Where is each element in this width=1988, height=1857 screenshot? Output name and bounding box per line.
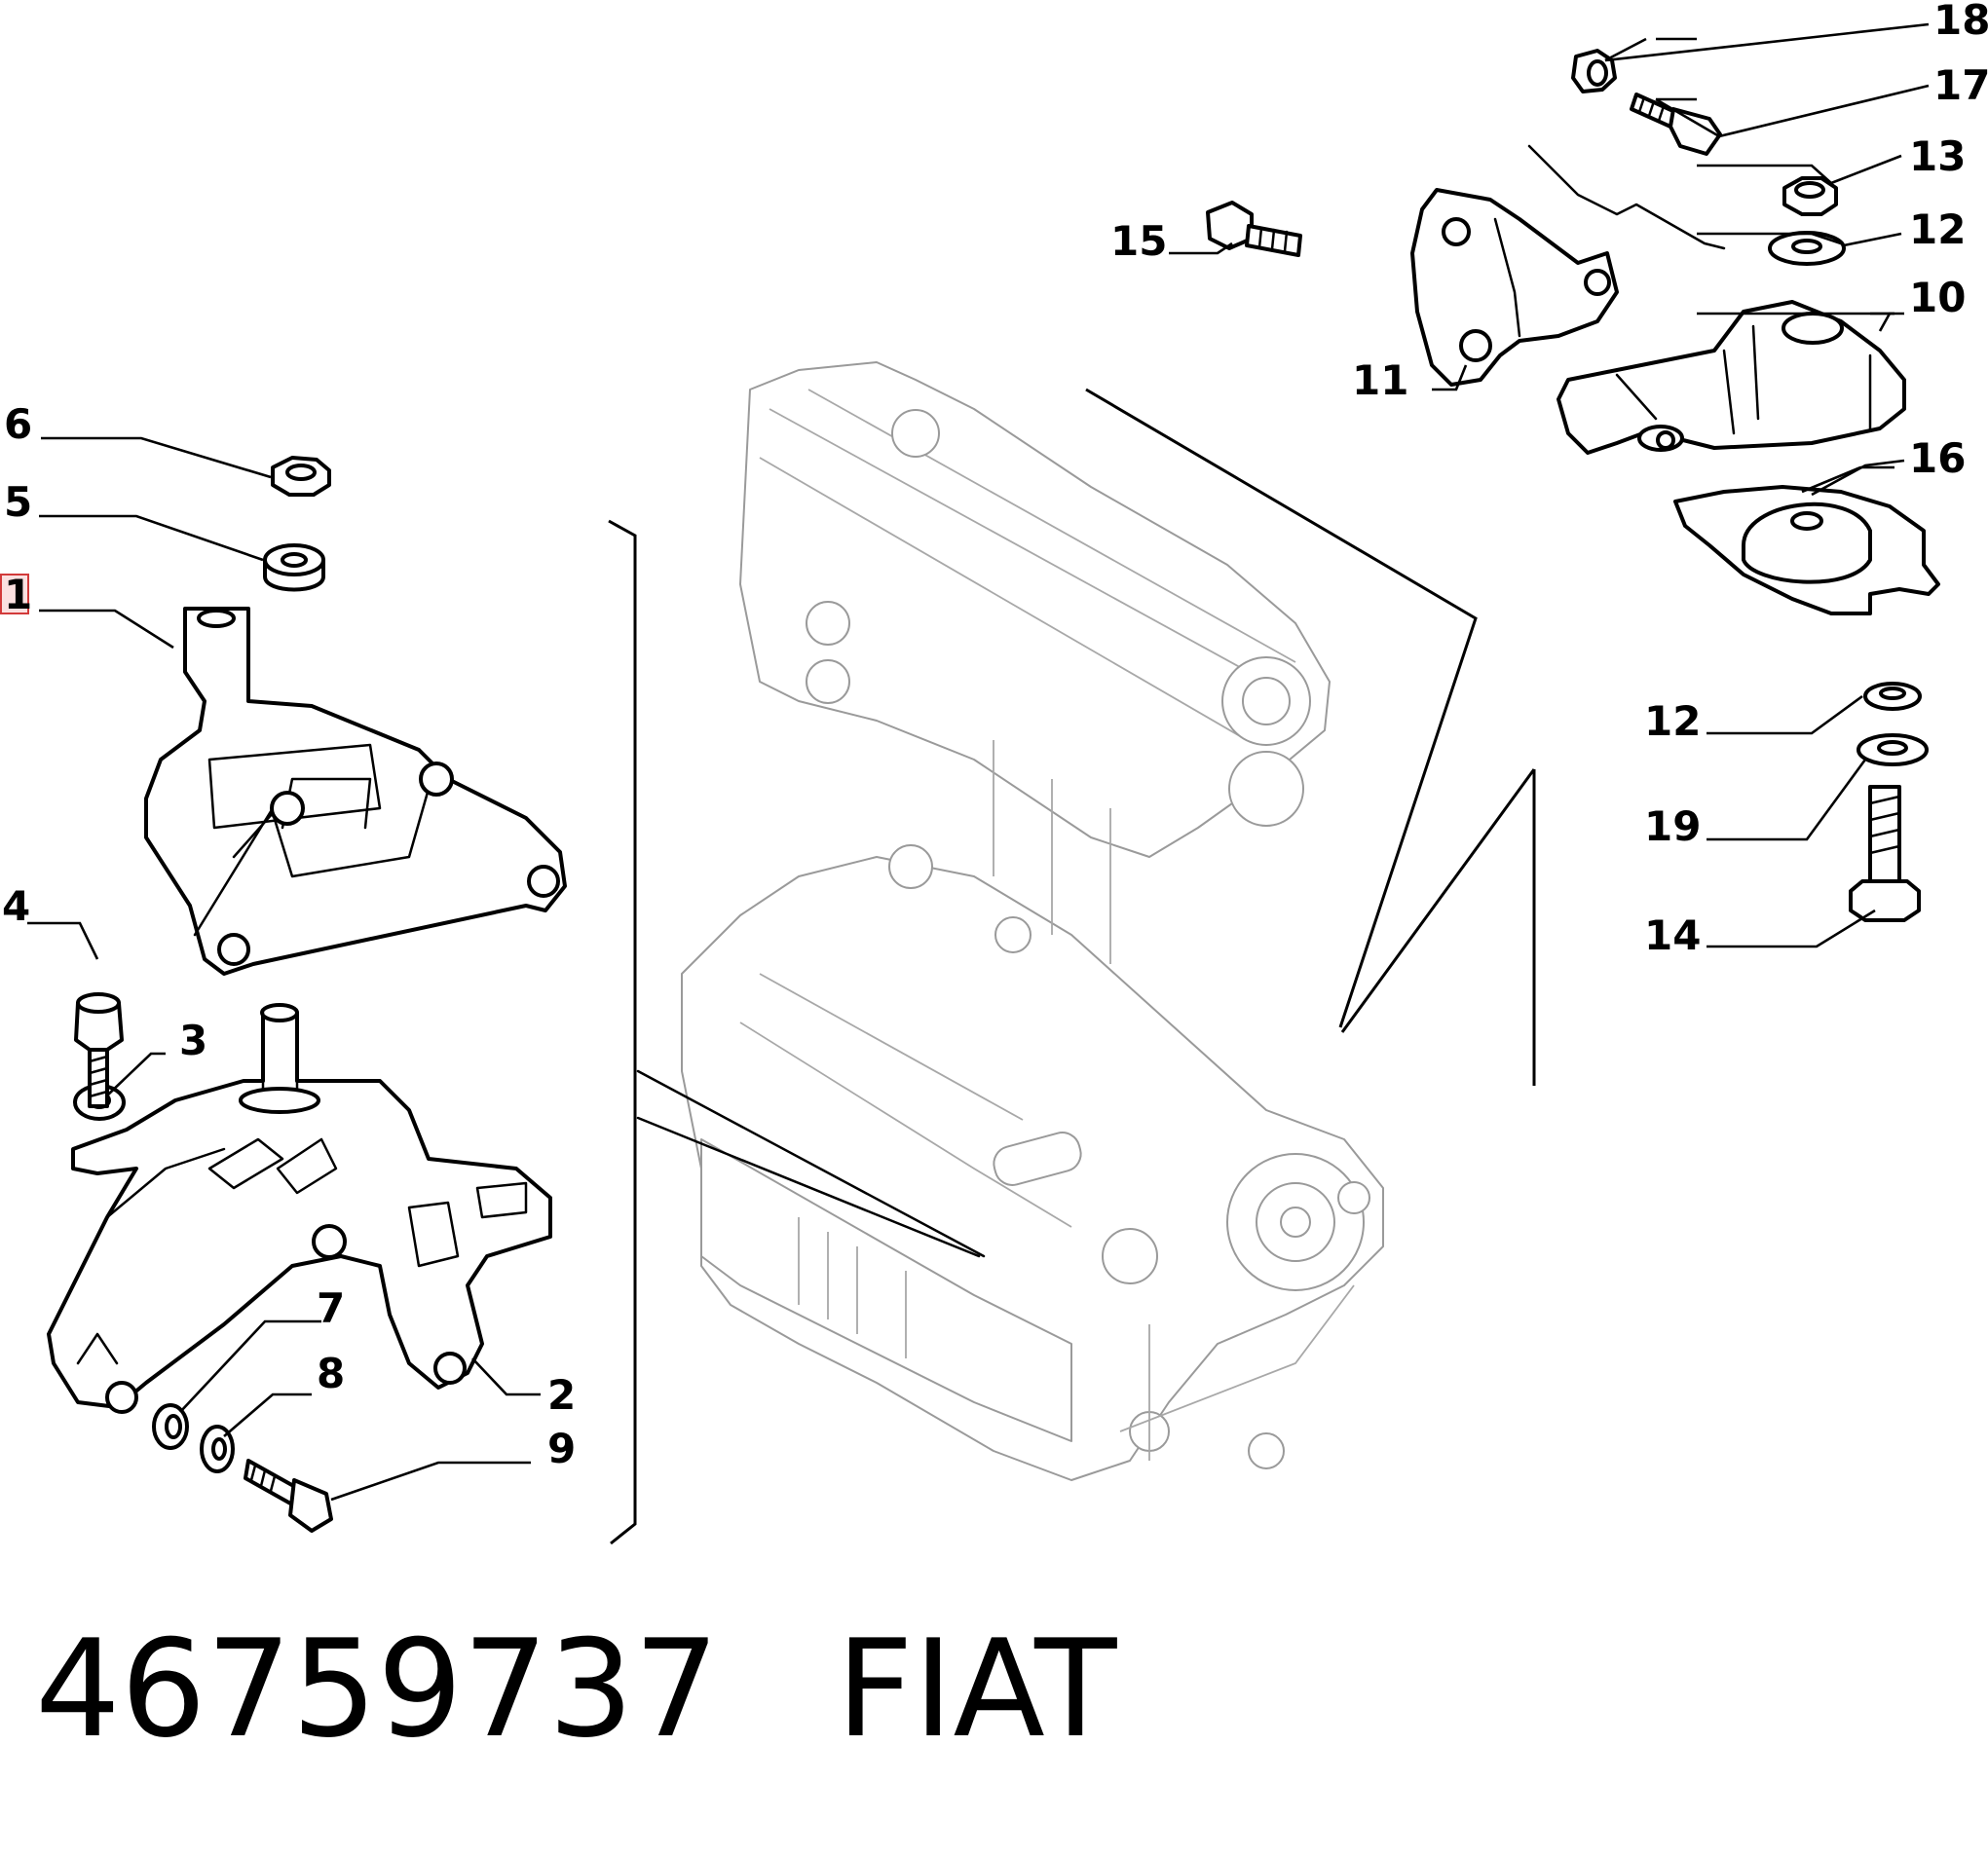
brand-name: FIAT	[836, 1611, 1117, 1767]
bolt-part-17	[1630, 93, 1722, 156]
callout-1: 1	[4, 571, 32, 618]
washer-part-8	[200, 1425, 235, 1473]
callout-18: 18	[1933, 0, 1988, 44]
callout-16: 16	[1909, 434, 1966, 482]
callout-5: 5	[4, 478, 32, 526]
callout-labels: 1 2 3 4 5 6 7 8 9 10 11 12 13 14 15 16 1…	[0, 0, 1988, 1472]
washer-part-7	[152, 1403, 189, 1450]
callout-12-lower: 12	[1644, 697, 1701, 745]
callout-19: 19	[1644, 802, 1701, 850]
mount-pad-part-16	[1673, 485, 1940, 615]
assembly-bracket-lines	[608, 388, 1536, 1545]
callout-8: 8	[317, 1350, 345, 1397]
washer-part-19	[1857, 733, 1929, 766]
callout-10: 10	[1909, 274, 1966, 321]
callout-11: 11	[1352, 356, 1408, 404]
nut-part-6	[271, 456, 331, 497]
callout-2: 2	[547, 1371, 576, 1419]
bolt-part-15	[1206, 201, 1302, 257]
callout-17: 17	[1933, 61, 1988, 109]
callout-6: 6	[4, 400, 32, 448]
callout-13: 13	[1909, 132, 1966, 180]
bolt-part-14	[1849, 785, 1921, 922]
callout-4: 4	[2, 882, 30, 930]
washer-part-5	[263, 543, 325, 592]
callout-12-upper: 12	[1909, 205, 1966, 253]
engine-block	[681, 361, 1384, 1481]
nut-part-13	[1782, 176, 1838, 216]
callout-14: 14	[1644, 911, 1701, 959]
part-number: 46759737	[35, 1611, 720, 1767]
leader-lines-right	[1604, 22, 1930, 497]
engine-mount-support-part-2	[47, 1003, 552, 1414]
engine-mount-bracket-part-1	[144, 607, 567, 976]
callout-3: 3	[179, 1017, 207, 1064]
callout-9: 9	[547, 1425, 576, 1472]
callout-15: 15	[1110, 217, 1167, 265]
washer-part-12-upper	[1768, 231, 1846, 266]
engine-mount-part-10	[1557, 300, 1906, 455]
mounting-bracket-part-11	[1410, 144, 1726, 387]
callout-highlight-1	[0, 574, 29, 614]
bolt-part-4	[74, 992, 124, 1108]
washer-part-12-lower	[1863, 682, 1922, 711]
callout-7: 7	[317, 1284, 345, 1332]
nut-part-18	[1571, 49, 1617, 93]
bolt-part-9	[244, 1459, 333, 1533]
